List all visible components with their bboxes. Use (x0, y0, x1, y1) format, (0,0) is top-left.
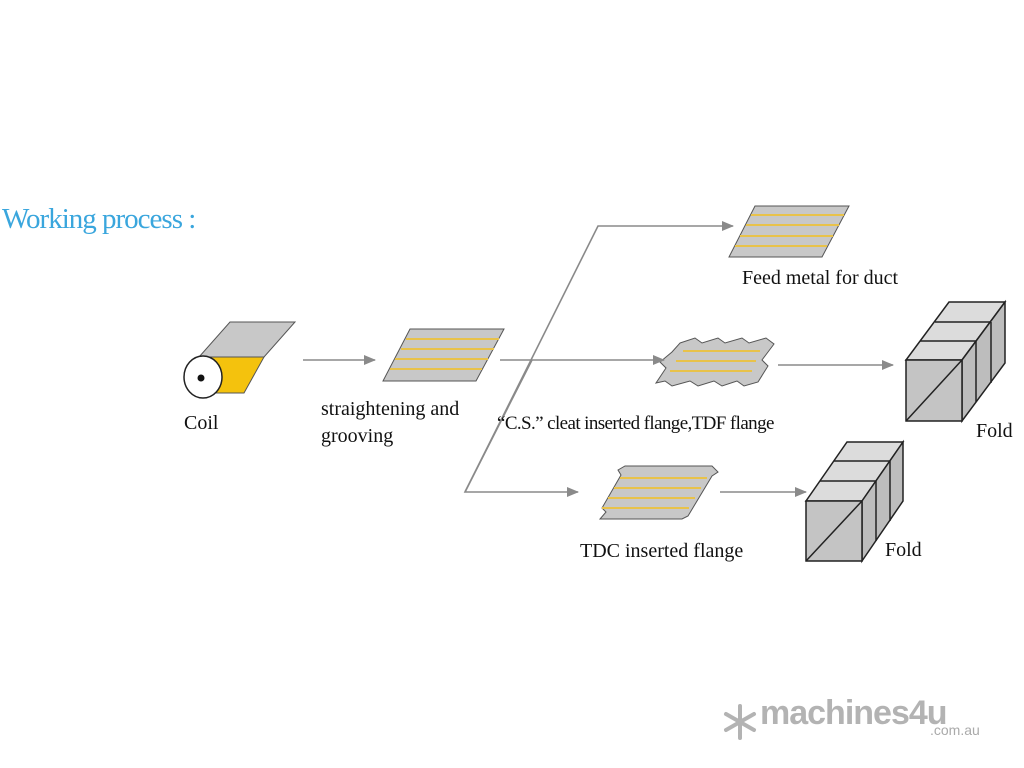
arrow-to-tdc-flange (463, 359, 579, 497)
page-title: Working process : (2, 203, 196, 235)
logo-domain: .com.au (930, 722, 980, 738)
snowflake-icon (724, 704, 756, 740)
coil-icon (183, 321, 297, 399)
coil-label: Coil (184, 412, 219, 434)
cs-flange-label: “C.S.” cleat inserted flange,TDF flange (497, 413, 774, 434)
grooved-sheet-icon (382, 328, 505, 382)
fold-duct-lower-icon (804, 439, 905, 564)
straightening-label-line1: straightening and (321, 398, 460, 420)
fold-upper-label: Fold (976, 420, 1013, 442)
tdc-flange-sheet-icon (598, 465, 719, 520)
machines4u-logo: machines4u .com.au (722, 694, 992, 744)
fold-lower-label: Fold (885, 539, 922, 561)
fold-duct-upper-icon (904, 299, 1007, 424)
straightening-label-line2: grooving (321, 425, 394, 447)
cs-flange-sheet-icon (654, 337, 775, 387)
logo-wordmark: machines4u (760, 694, 948, 732)
feed-metal-sheet-icon (728, 205, 850, 258)
tdc-flange-label: TDC inserted flange (580, 540, 744, 562)
feed-metal-label: Feed metal for duct (742, 267, 899, 289)
